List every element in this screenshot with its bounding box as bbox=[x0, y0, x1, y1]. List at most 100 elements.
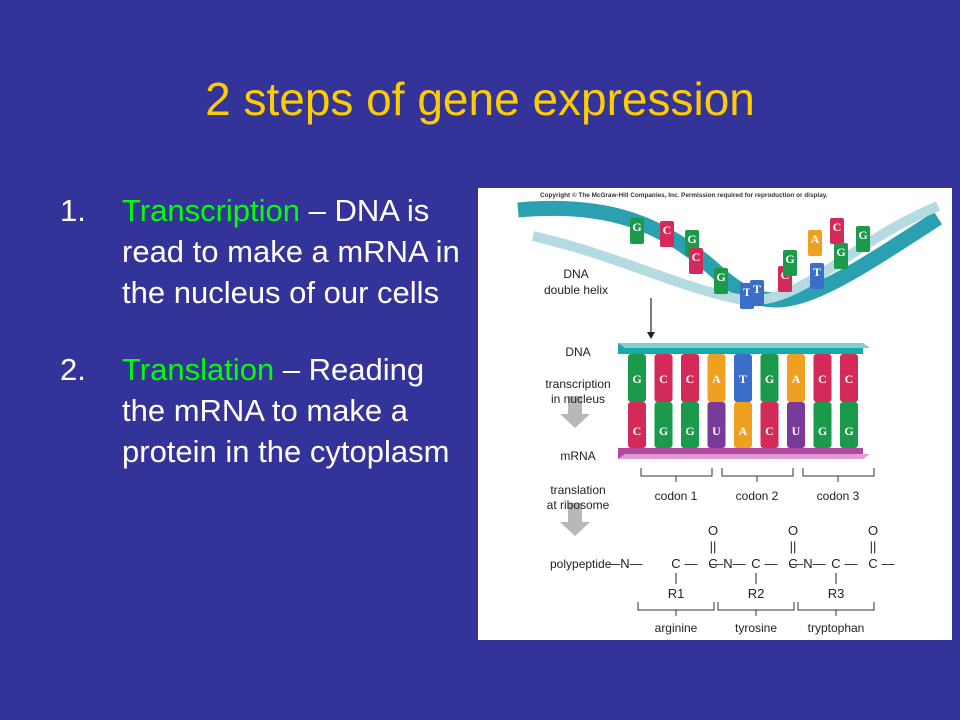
dna-base-T bbox=[734, 354, 752, 402]
label-double-helix: double helix bbox=[544, 283, 608, 297]
codon-label-3: codon 3 bbox=[817, 489, 860, 503]
dna-base-C bbox=[681, 354, 699, 402]
aa-bracket-1 bbox=[637, 602, 715, 616]
codon-label-2: codon 2 bbox=[736, 489, 779, 503]
helix-base-A bbox=[808, 230, 822, 256]
helix-base-G bbox=[856, 226, 870, 252]
double-bond: || bbox=[870, 539, 877, 554]
helix-base-label: T bbox=[813, 265, 821, 279]
label-dna-helix: DNA bbox=[563, 267, 588, 281]
aa-bracket-3 bbox=[797, 602, 875, 616]
codon-bracket-2 bbox=[721, 468, 794, 482]
chain-atom: C bbox=[831, 556, 840, 571]
dna-backbone-highlight bbox=[618, 343, 870, 348]
dna-base-label: G bbox=[765, 372, 774, 386]
step-transcription: 1. Transcription – DNA is read to make a… bbox=[60, 190, 465, 313]
helix-base-label: T bbox=[753, 282, 761, 296]
chain-atom: C bbox=[671, 556, 680, 571]
step-term-transcription: Transcription bbox=[122, 193, 301, 228]
mrna-base-label: U bbox=[792, 424, 801, 438]
dna-backbone bbox=[618, 343, 863, 354]
step-separator: – bbox=[274, 352, 309, 387]
chain-atom: C bbox=[751, 556, 760, 571]
figure-canvas: Copyright © The McGraw-Hill Companies, I… bbox=[517, 191, 943, 635]
codon-bracket-1 bbox=[640, 468, 713, 482]
amino-acid-tyrosine: tyrosine bbox=[735, 621, 777, 635]
oxygen-atom: O bbox=[788, 523, 798, 538]
dna-base-label: C bbox=[845, 372, 854, 386]
copyright-notice: Copyright © The McGraw-Hill Companies, I… bbox=[540, 191, 828, 199]
helix-base-C bbox=[660, 221, 674, 247]
helix-base-T bbox=[750, 280, 764, 306]
chain-atom: C bbox=[788, 556, 797, 571]
mrna-base-label: G bbox=[685, 424, 694, 438]
helix-base-label: C bbox=[692, 250, 701, 264]
dna-base-C bbox=[840, 354, 858, 402]
chain-atom: C bbox=[868, 556, 877, 571]
dna-base-A bbox=[787, 354, 805, 402]
mrna-base-A bbox=[734, 402, 752, 448]
helix-base-C bbox=[689, 248, 703, 274]
chain-atom: —N— bbox=[710, 556, 745, 571]
mrna-base-label: G bbox=[818, 424, 827, 438]
slide-title: 2 steps of gene expression bbox=[205, 73, 755, 125]
gene-expression-figure: Copyright © The McGraw-Hill Companies, I… bbox=[478, 188, 952, 640]
step-term-translation: Translation bbox=[122, 352, 275, 387]
label-in-nucleus: in nucleus bbox=[551, 392, 605, 406]
mrna-base-label: A bbox=[739, 424, 748, 438]
dna-base-label: T bbox=[739, 372, 747, 386]
mrna-base-G bbox=[840, 402, 858, 448]
r-group-label: R2 bbox=[748, 586, 765, 601]
step-translation: 2. Translation – Reading the mRNA to mak… bbox=[60, 349, 465, 472]
mrna-backbone bbox=[618, 448, 863, 459]
helix-base-label: G bbox=[836, 245, 845, 259]
dna-base-G bbox=[760, 354, 779, 402]
helix-base-C bbox=[830, 218, 844, 244]
mrna-base-G bbox=[681, 402, 699, 448]
label-at-ribosome: at ribosome bbox=[547, 498, 610, 512]
amino-acid-tryptophan: tryptophan bbox=[808, 621, 865, 635]
helix-base-label: T bbox=[743, 285, 751, 299]
dna-base-A bbox=[707, 354, 726, 402]
oxygen-atom: O bbox=[708, 523, 718, 538]
double-bond: || bbox=[790, 539, 797, 554]
step-separator: – bbox=[300, 193, 335, 228]
helix-base-G bbox=[630, 218, 644, 244]
mrna-base-U bbox=[787, 402, 805, 448]
mrna-base-label: U bbox=[712, 424, 721, 438]
step-description: Reading the mRNA to make a protein in th… bbox=[122, 352, 450, 469]
helix-arrow-head bbox=[647, 332, 655, 339]
dna-base-G bbox=[628, 354, 646, 402]
dna-base-C bbox=[654, 354, 673, 402]
label-dna: DNA bbox=[565, 345, 590, 359]
helix-base-label: C bbox=[833, 220, 842, 234]
mrna-base-label: C bbox=[633, 424, 642, 438]
helix-base-label: G bbox=[687, 232, 696, 246]
helix-base-label: G bbox=[785, 252, 794, 266]
helix-base-label: C bbox=[663, 223, 672, 237]
r-group-label: R3 bbox=[828, 586, 845, 601]
dna-base-label: A bbox=[712, 372, 721, 386]
mrna-base-label: C bbox=[765, 424, 774, 438]
codon-label-1: codon 1 bbox=[655, 489, 698, 503]
mrna-base-U bbox=[707, 402, 726, 448]
mrna-base-label: G bbox=[844, 424, 853, 438]
translation-arrow bbox=[560, 503, 590, 536]
chain-atom: —N— bbox=[790, 556, 825, 571]
chain-atom: — bbox=[845, 556, 858, 571]
chain-atom: — bbox=[765, 556, 778, 571]
mrna-base-G bbox=[654, 402, 673, 448]
mrna-base-G bbox=[813, 402, 832, 448]
dna-base-label: G bbox=[632, 372, 641, 386]
dna-base-label: C bbox=[686, 372, 695, 386]
mrna-base-C bbox=[628, 402, 646, 448]
helix-base-G bbox=[834, 243, 848, 269]
label-translation: translation bbox=[550, 483, 605, 497]
codon-bracket-3 bbox=[802, 468, 875, 482]
dna-base-label: A bbox=[792, 372, 801, 386]
label-mrna: mRNA bbox=[560, 449, 595, 463]
label-polypeptide: polypeptide bbox=[550, 557, 612, 571]
aa-bracket-2 bbox=[717, 602, 795, 616]
